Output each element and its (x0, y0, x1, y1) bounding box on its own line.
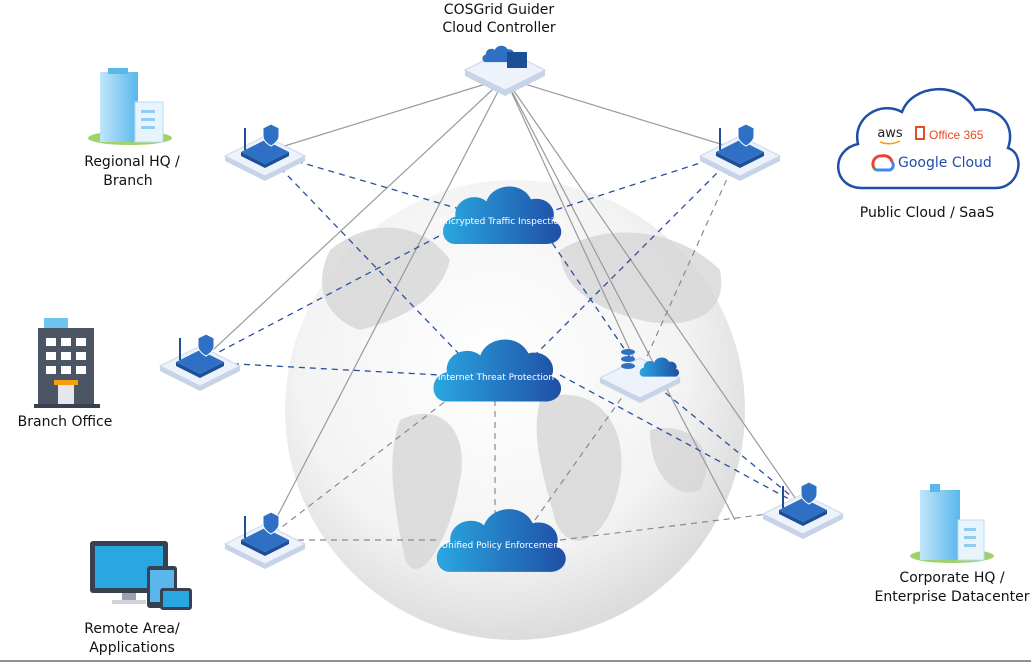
google-cloud-logo: Google Cloud (898, 155, 992, 171)
service-encrypted-traffic-inspection[interactable]: Encrypted Traffic Inspection (439, 186, 565, 244)
regional-hq-building-icon (88, 68, 172, 145)
regional-hq-sublabel: Branch (103, 173, 152, 189)
edge-router-corporate-hq[interactable] (762, 481, 844, 540)
office-icon (915, 126, 925, 140)
corporate-hq-building-icon (910, 484, 994, 563)
service-label: Encrypted Traffic Inspection (439, 217, 564, 227)
cloud-controller[interactable] (463, 45, 547, 96)
public-cloud-label: Public Cloud / SaaS (860, 205, 995, 221)
corporate-hq-sublabel: Enterprise Datacenter (875, 589, 1030, 605)
service-internet-threat-protection[interactable]: Internet Threat Protection (433, 339, 562, 402)
monitor-icon (507, 52, 527, 68)
regional-hq-label: Regional HQ / (84, 154, 180, 170)
remote-area-devices-icon (90, 541, 192, 610)
service-label: Unified Policy Enforcement (442, 541, 563, 551)
office365-logo: Office 365 (929, 128, 984, 142)
service-unified-policy-enforcement[interactable]: Unified Policy Enforcement (436, 509, 566, 572)
controller-subtitle: Cloud Controller (442, 20, 556, 36)
database-icon (621, 349, 635, 369)
edge-router-regional-hq[interactable] (224, 123, 306, 182)
cloud-gateway-device[interactable] (598, 349, 682, 403)
service-label: Internet Threat Protection (438, 373, 554, 383)
edge-router-branch-office[interactable] (159, 333, 241, 392)
corporate-hq-label: Corporate HQ / (899, 570, 1004, 586)
branch-office-building-icon (34, 318, 100, 408)
controller-title: COSGrid Guider (444, 2, 555, 18)
remote-area-sublabel: Applications (89, 640, 175, 656)
world-map (321, 227, 722, 569)
aws-logo: aws (877, 126, 903, 141)
google-cloud-icon (871, 154, 895, 172)
remote-area-label: Remote Area/ (84, 621, 180, 637)
aws-smile-icon (879, 140, 901, 145)
edge-router-public-cloud[interactable] (699, 123, 781, 182)
public-cloud-saas[interactable]: aws Office 365 Google Cloud (837, 87, 1020, 190)
edge-router-remote-area[interactable] (224, 511, 306, 570)
branch-office-label: Branch Office (18, 414, 113, 430)
connections (199, 77, 801, 541)
